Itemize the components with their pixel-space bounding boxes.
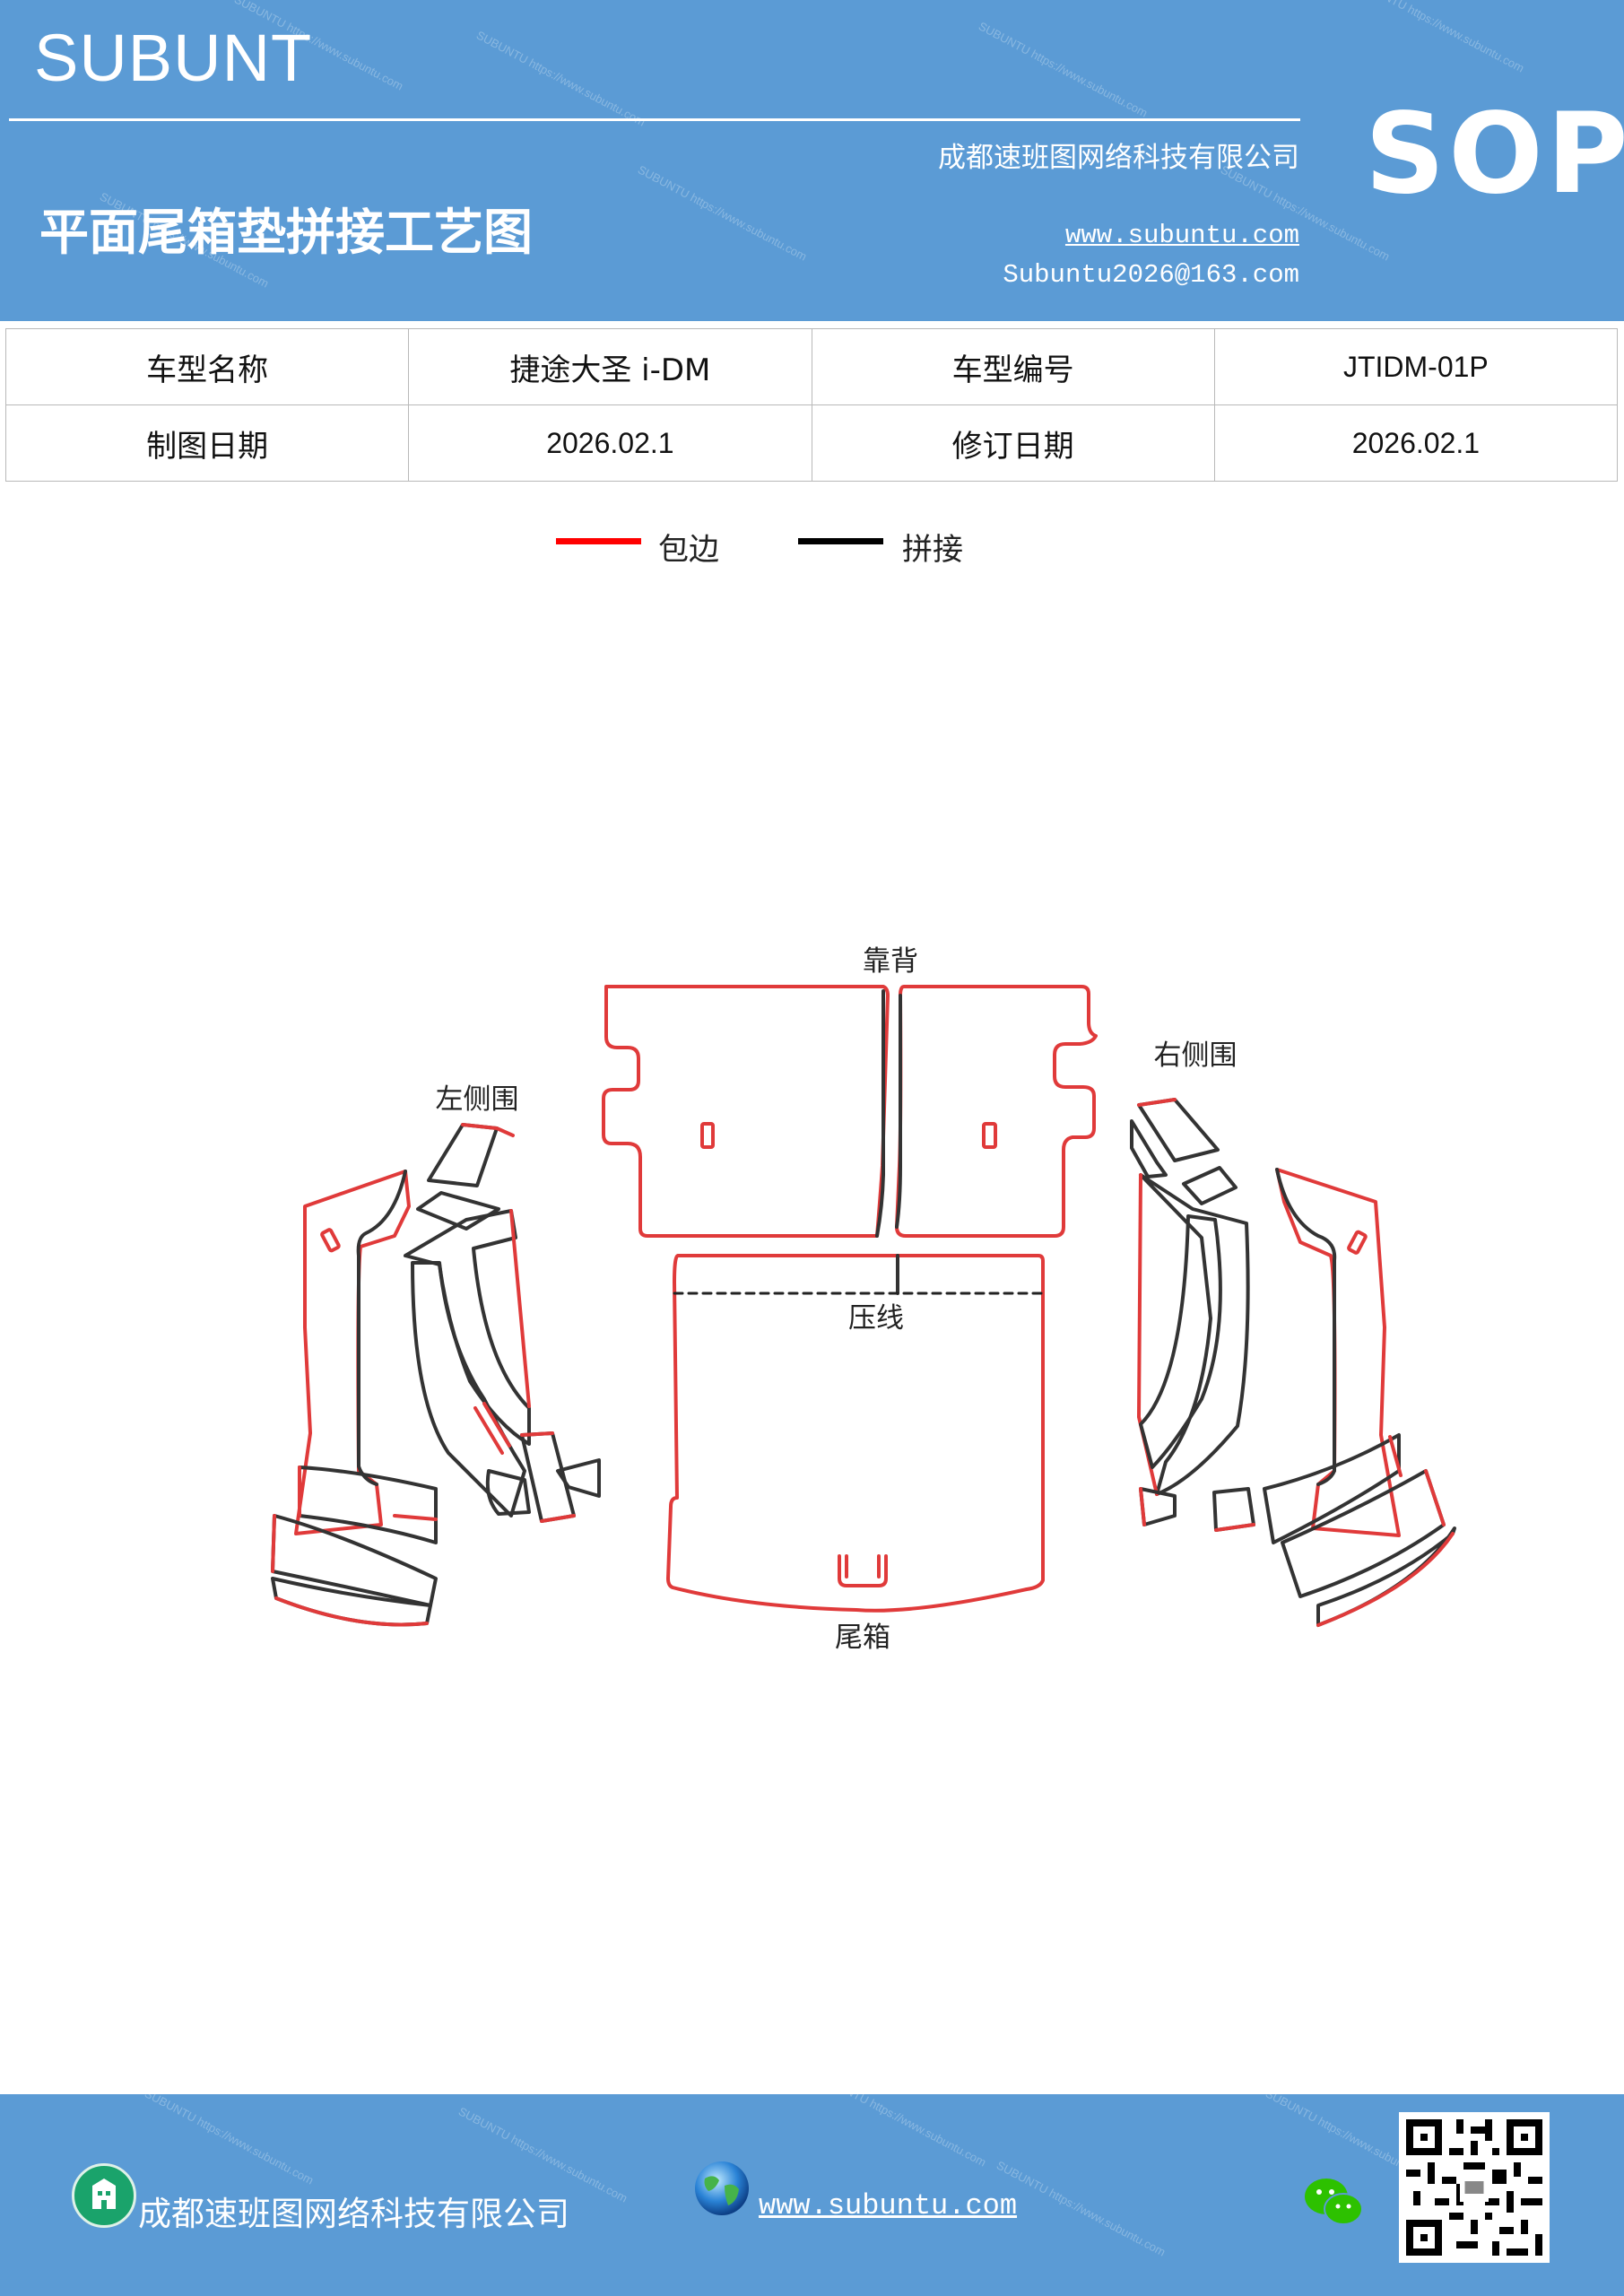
watermark: SUBUNTU https://www.subuntu.com bbox=[994, 2158, 1168, 2259]
backrest-left-panel bbox=[602, 985, 890, 1238]
building-icon-glyph bbox=[92, 2179, 116, 2209]
right-side-main-piece-edge bbox=[1137, 1173, 1159, 1496]
website-link[interactable]: www.subuntu.com bbox=[1064, 221, 1299, 250]
legend-label-edge: 包边 bbox=[658, 532, 719, 568]
wechat-icon bbox=[1305, 2179, 1363, 2225]
revision-date-label: 修订日期 bbox=[811, 404, 1215, 482]
left-side-main-piece-edge bbox=[509, 1209, 531, 1408]
right-side-small-piece-a-edge bbox=[1139, 1487, 1146, 1526]
legend-swatch-edge bbox=[556, 538, 641, 544]
watermark: SUBUNTU https://www.subuntu.com bbox=[976, 19, 1151, 120]
qr-code bbox=[1399, 2112, 1550, 2263]
right-side-bottom-panel-a-edge bbox=[1388, 1435, 1403, 1477]
label-trunk: 尾箱 bbox=[835, 1622, 890, 1654]
watermark: SUBUNTU https://www.subuntu.com bbox=[1352, 0, 1527, 75]
left-side-bottom-panel-b-edge bbox=[271, 1514, 276, 1573]
header-divider bbox=[9, 118, 1300, 121]
left-side-top-strip bbox=[427, 1123, 499, 1187]
model-name-value: 捷途大圣 i-DM bbox=[408, 328, 812, 405]
revision-date-value: 2026.02.1 bbox=[1213, 404, 1619, 482]
watermark: SUBUNTU https://www.subuntu.com bbox=[142, 2094, 317, 2187]
left-side-bottom-panel-a-edge bbox=[298, 1465, 438, 1521]
email-address: Subuntu2026@163.com bbox=[1003, 260, 1299, 290]
label-press-line: 压线 bbox=[848, 1302, 904, 1335]
drawing-date-value: 2026.02.1 bbox=[408, 404, 812, 482]
left-side-slot bbox=[320, 1228, 341, 1253]
header-band: SUBUNTU https://www.subuntu.com SUBUNTU … bbox=[0, 0, 1624, 321]
model-name-label: 车型名称 bbox=[4, 328, 410, 405]
right-side-bottom-panel-b-edge bbox=[1424, 1469, 1446, 1526]
right-side-top-strip-b bbox=[1130, 1119, 1168, 1178]
company-name: 成都速班图网络科技有限公司 bbox=[938, 142, 1299, 174]
vehicle-info-table: 车型名称 捷途大圣 i-DM 车型编号 JTIDM-01P 制图日期 2026.… bbox=[4, 328, 1619, 482]
watermark: SUBUNTU https://www.subuntu.com bbox=[814, 2094, 989, 2170]
left-side-main-piece bbox=[404, 1209, 531, 1446]
legend-swatch-seam bbox=[798, 538, 883, 544]
footer-website-link[interactable]: www.subuntu.com bbox=[759, 2189, 1018, 2222]
globe-icon bbox=[695, 2161, 749, 2215]
footer-company-name: 成都速班图网络科技有限公司 bbox=[138, 2195, 569, 2233]
model-code-value: JTIDM-01P bbox=[1213, 328, 1619, 405]
right-side-top-strip-edge bbox=[1137, 1098, 1177, 1107]
left-side-lower-strip bbox=[411, 1261, 526, 1518]
left-side-bottom-panel-a bbox=[298, 1465, 438, 1544]
page-title: 平面尾箱垫拼接工艺图 bbox=[39, 204, 534, 261]
left-side-top-strip-edge bbox=[461, 1123, 515, 1137]
label-backrest: 靠背 bbox=[863, 945, 918, 978]
legend: 包边 拼接 bbox=[0, 525, 1624, 570]
watermark: SUBUNTU https://www.subuntu.com bbox=[635, 162, 810, 264]
right-side-main-piece bbox=[1139, 1173, 1250, 1496]
table-row: 制图日期 2026.02.1 修订日期 2026.02.1 bbox=[4, 404, 1619, 482]
left-side-outer-seam bbox=[356, 1170, 407, 1486]
left-side-small-piece-b bbox=[485, 1469, 531, 1516]
backrest-right-seam bbox=[895, 994, 902, 1229]
left-side-bottom-panel-c-edge bbox=[274, 1596, 429, 1627]
footer-band: SUBUNTU https://www.subuntu.com SUBUNTU … bbox=[0, 2094, 1624, 2296]
backrest-right-slot bbox=[982, 1122, 997, 1149]
right-side-slot bbox=[1347, 1230, 1368, 1255]
left-side-small-piece-a-edge bbox=[520, 1431, 576, 1523]
backrest-left-seam bbox=[875, 989, 885, 1238]
right-side-small-piece-a bbox=[1139, 1487, 1177, 1526]
watermark: SUBUNTU https://www.subuntu.com bbox=[473, 28, 648, 129]
backrest-right-panel bbox=[895, 985, 1098, 1238]
building-icon bbox=[72, 2163, 136, 2228]
right-side-bottom-panel-c bbox=[1316, 1526, 1456, 1627]
trunk-floor-panel bbox=[666, 1254, 1045, 1613]
right-side-bottom-panel-a bbox=[1263, 1433, 1401, 1544]
right-side-inner-strip bbox=[1139, 1214, 1222, 1469]
model-code-label: 车型编号 bbox=[811, 328, 1215, 405]
trunk-handle-cutout bbox=[838, 1554, 888, 1587]
right-side-outer-seam bbox=[1275, 1168, 1337, 1486]
right-side-small-piece-b-edge bbox=[1214, 1523, 1255, 1532]
label-left-side: 左侧围 bbox=[436, 1083, 519, 1116]
sop-badge: SOP bbox=[1365, 90, 1624, 219]
drawing-date-label: 制图日期 bbox=[4, 404, 410, 482]
backrest-left-slot bbox=[700, 1122, 715, 1149]
left-side-mid-strip bbox=[416, 1191, 500, 1231]
qr-code-pattern bbox=[1399, 2112, 1550, 2263]
right-side-mid-strip bbox=[1182, 1166, 1238, 1205]
label-right-side: 右侧围 bbox=[1154, 1039, 1238, 1072]
left-side-small-piece-c bbox=[556, 1458, 601, 1498]
brand-name: SUBUNT bbox=[34, 21, 313, 95]
right-side-bottom-panel-c-edge bbox=[1316, 1532, 1455, 1627]
left-side-bottom-panel-c bbox=[271, 1577, 432, 1627]
left-side-red-tab bbox=[473, 1402, 511, 1455]
table-row: 车型名称 捷途大圣 i-DM 车型编号 JTIDM-01P bbox=[4, 328, 1619, 405]
legend-label-seam: 拼接 bbox=[902, 532, 963, 568]
